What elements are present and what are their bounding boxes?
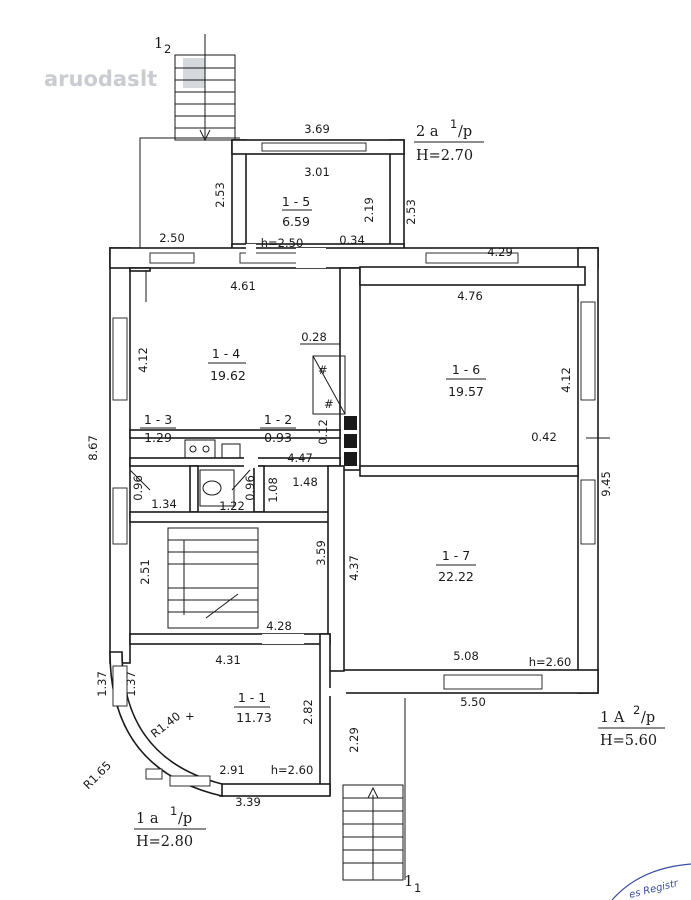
entrance-bottom-sub: 1 [414,881,421,895]
floor-label-lower: 1 a 1 /p H=2.80 [134,804,206,850]
watermark-text: aruodas [44,67,140,91]
toilet-icon [199,469,235,507]
dim-h-2-60-entry: h=2.60 [271,763,314,777]
dim-0-96-left: 0.96 [131,475,145,501]
dim-1-22: 1.22 [219,499,245,513]
dim-h-2-50: h=2.50 [261,236,304,250]
windows [112,142,596,787]
watermark-logo-block [183,58,205,88]
room-label-1-4: 1 - 4 [212,346,240,361]
dim-2-91: 2.91 [219,763,245,777]
fixtures: # # [167,355,357,629]
entrance-top-label: 1 [154,36,163,52]
dim-3-39: 3.39 [235,795,261,809]
dim-0-28: 0.28 [301,330,327,344]
floor-main-name: 1 A [600,710,625,726]
dim-2-53-left: 2.53 [213,182,227,208]
entrance-bottom-label: 1 [404,874,413,890]
room-label-1-6: 1 - 6 [452,362,480,377]
dim-1-08: 1.08 [266,477,280,503]
entrance-markers: 1 2 1 1 [154,34,421,895]
room-label-1-7: 1 - 7 [442,548,470,563]
registry-stamp-text: es Registr [628,878,680,900]
dim-4-37: 4.37 [347,555,361,581]
room-area-1-3: 1.29 [144,430,172,445]
dim-r-1-65: R1.65 [80,758,114,792]
dim-h-2-60-main: h=2.60 [529,655,572,669]
dim-4-12-left: 4.12 [136,347,150,373]
dim-8-67: 8.67 [86,435,100,461]
dim-1-37-inner: 1.37 [124,671,138,697]
registry-stamp: es Registr [611,863,691,900]
chimney-flue-1 [344,416,357,430]
room-label-1-3: 1 - 3 [144,412,172,427]
top-entrance-stairs [174,54,236,142]
floor-main-unit: /p [641,710,655,726]
watermark-suffix: .lt [132,67,157,91]
floor-upper-frac: 1 [450,117,457,131]
dim-2-51: 2.51 [138,559,152,585]
room-label-1-5: 1 - 5 [282,194,310,209]
dim-4-76: 4.76 [457,289,483,303]
dim-0-34: 0.34 [339,233,365,247]
dim-0-96-right: 0.96 [243,475,257,501]
room-labels: 1 - 5 6.59 1 - 4 19.62 1 - 6 19.57 1 - 3… [140,194,486,725]
room-area-1-7: 22.22 [438,569,474,584]
floor-upper-height: H=2.70 [416,148,473,164]
room-label-1-1: 1 - 1 [238,690,266,705]
dim-4-31: 4.31 [215,653,241,667]
dim-1-37-outer: 1.37 [95,671,109,697]
dim-4-29: 4.29 [487,245,513,259]
dim-4-61: 4.61 [230,279,256,293]
room-area-1-1: 11.73 [236,710,272,725]
floor-label-main: 1 A 2 /p H=5.60 [598,703,665,749]
room-area-1-6: 19.57 [448,384,484,399]
dim-4-28: 4.28 [266,619,292,633]
dim-5-08: 5.08 [453,649,479,663]
floor-lower-unit: /p [178,811,192,827]
room-area-1-4: 19.62 [210,368,246,383]
dim-3-59: 3.59 [314,540,328,566]
dim-3-01: 3.01 [304,165,330,179]
dim-2-53-right: 2.53 [404,199,418,225]
vent-mark-2: # [324,397,334,411]
dim-r-1-40: R1.40 [148,709,183,741]
entrance-top-sub: 2 [164,42,171,56]
room-label-1-2: 1 - 2 [264,412,292,427]
vent-mark-1: # [318,363,328,377]
bottom-entrance-stairs [342,784,404,881]
chimney-flue-3 [344,452,357,466]
dim-1-48: 1.48 [292,475,318,489]
dim-2-50: 2.50 [159,231,185,245]
dim-1-34: 1.34 [151,497,177,511]
dim-9-45: 9.45 [599,471,613,497]
dim-4-47: 4.47 [287,451,313,465]
dim-2-82: 2.82 [301,699,315,725]
dim-2-19: 2.19 [362,197,376,223]
floor-label-upper: 2 a 1 /p H=2.70 [414,117,484,164]
dim-5-50: 5.50 [460,695,486,709]
dimension-labels: 3.69 3.01 2.53 2.19 2.53 0.34 h=2.50 2.5… [80,122,613,809]
floor-lower-name: 1 a [136,811,159,827]
floor-main-frac: 2 [633,703,640,717]
r-1-40-plus-mark: + [185,709,195,723]
dim-3-69: 3.69 [304,122,330,136]
floor-upper-unit: /p [458,124,472,140]
floor-main-height: H=5.60 [600,733,657,749]
dim-0-42: 0.42 [531,430,557,444]
floor-lower-frac: 1 [170,804,177,818]
dim-4-12-right: 4.12 [559,367,573,393]
room-area-1-2: 0.93 [264,430,292,445]
dim-2-29: 2.29 [347,727,361,753]
room-area-1-5: 6.59 [282,214,310,229]
floor-lower-height: H=2.80 [136,834,193,850]
watermark: aruodas .lt [44,58,205,91]
chimney-flue-2 [344,434,357,448]
dim-0-12: 0.12 [316,419,330,445]
floor-upper-name: 2 a [416,124,439,140]
terrace-outline [139,137,240,250]
